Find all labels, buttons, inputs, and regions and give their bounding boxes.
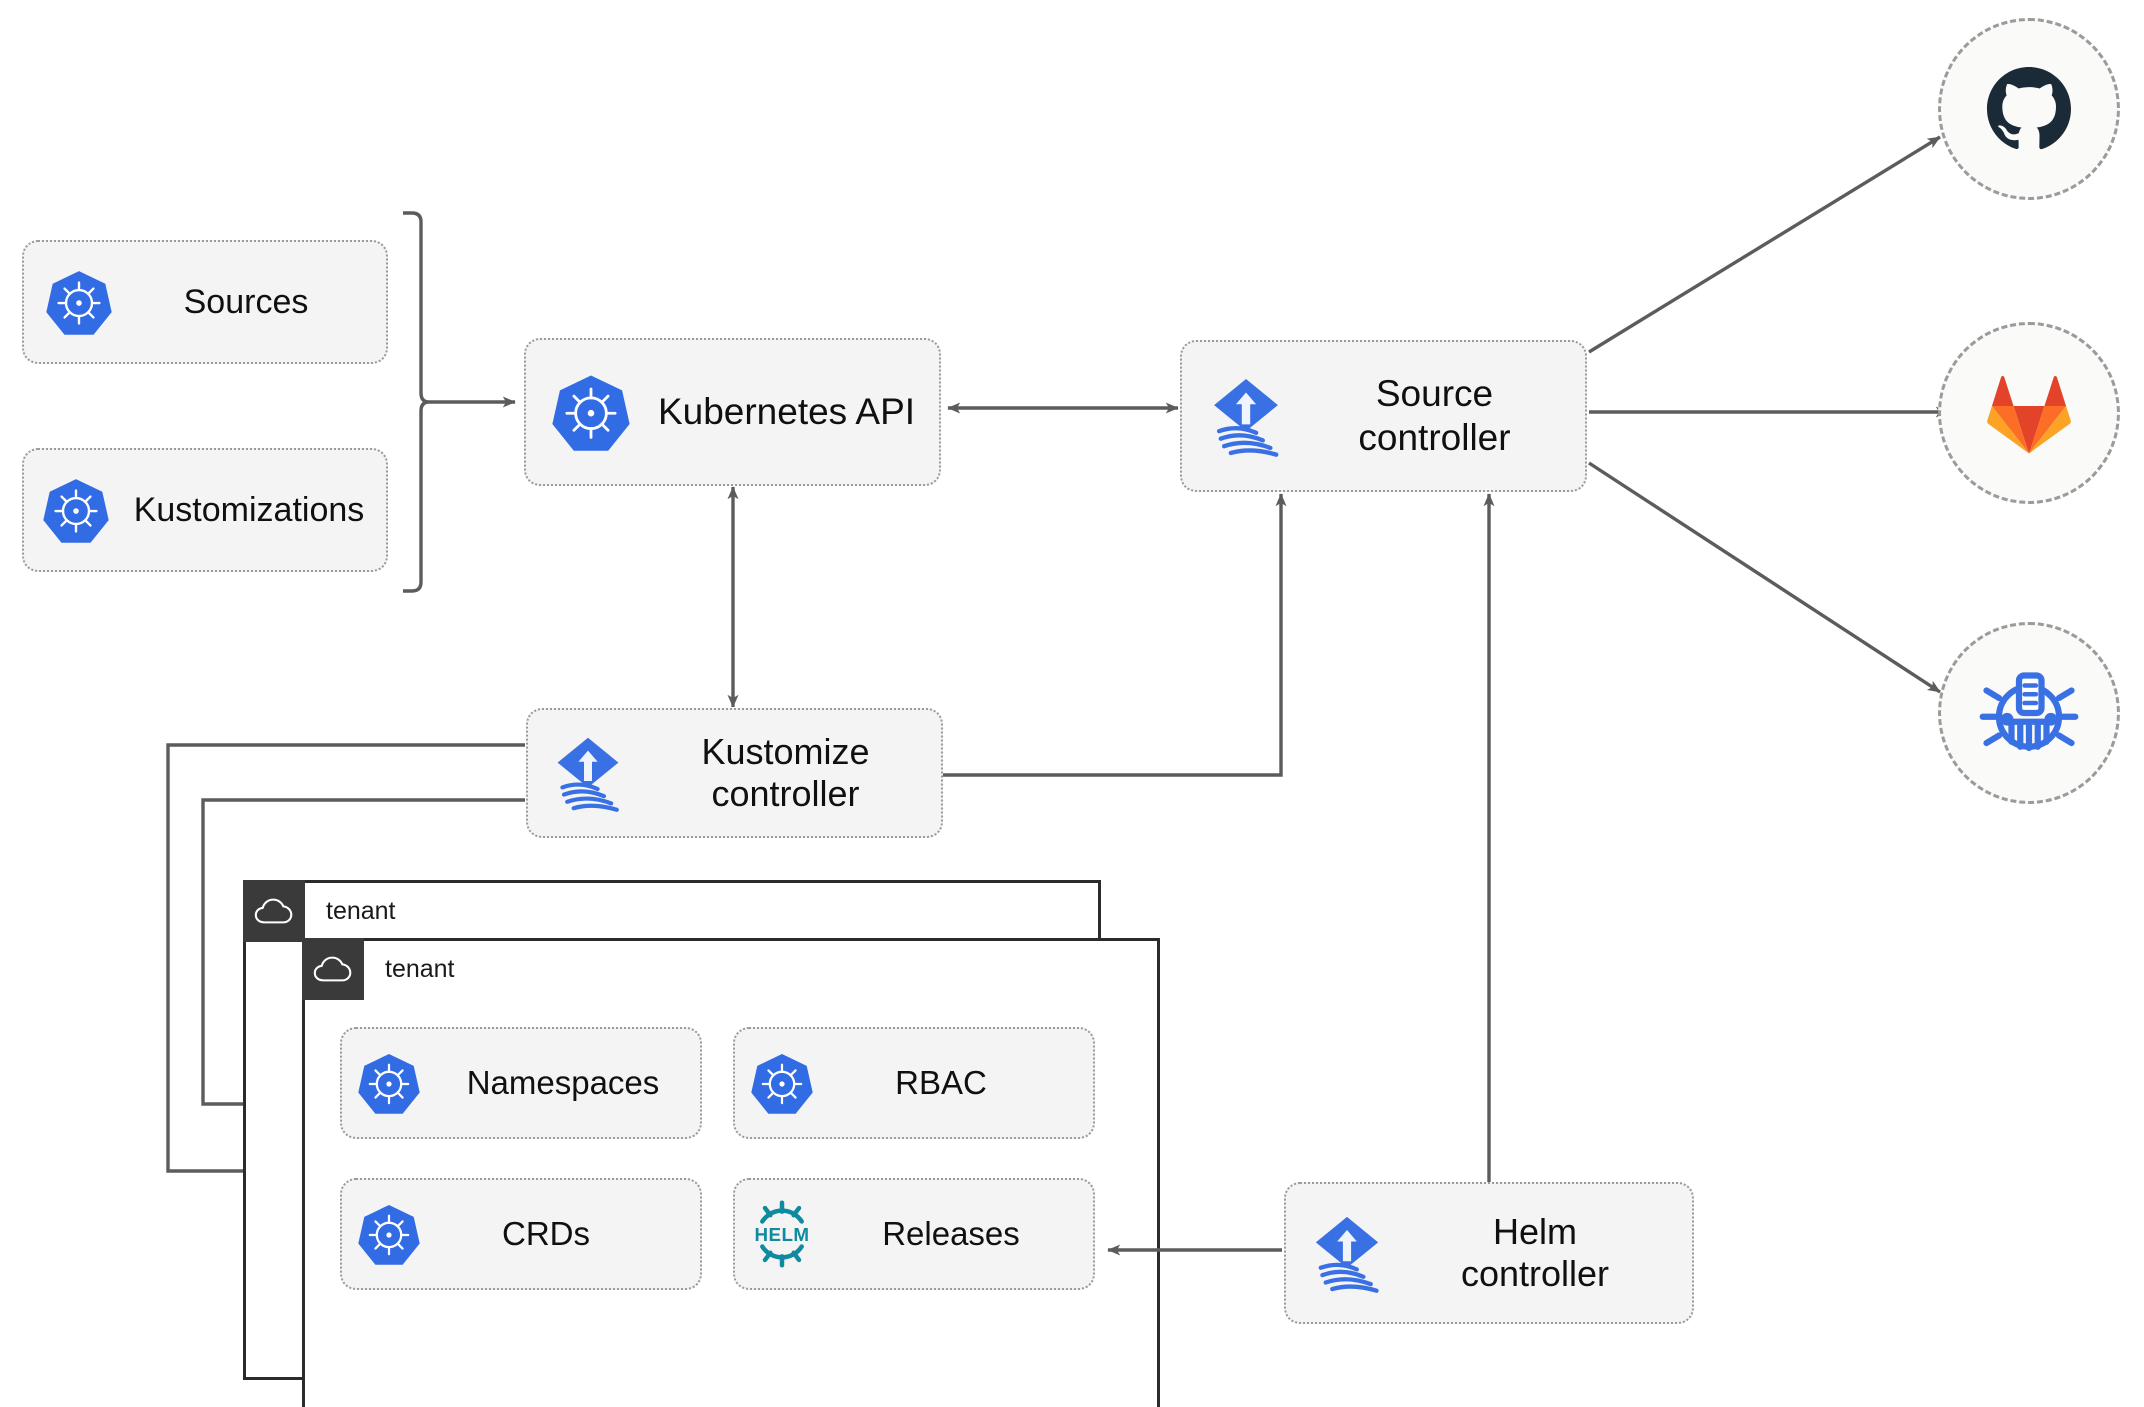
node-label: Namespaces xyxy=(466,1063,660,1101)
flux-icon xyxy=(1286,1212,1408,1294)
kubernetes-icon xyxy=(735,1052,829,1114)
node-kustomize-controller[interactable]: Kustomize controller xyxy=(526,708,943,838)
tenant-label: tenant xyxy=(326,897,396,925)
kubernetes-icon xyxy=(342,1203,436,1265)
node-kubernetes-api[interactable]: Kubernetes API xyxy=(524,338,941,486)
node-label: RBAC xyxy=(895,1063,987,1101)
cloud-icon xyxy=(302,938,364,1000)
edge-source-controller-helm-repository xyxy=(1588,461,1941,694)
node-label: CRDs xyxy=(502,1214,590,1252)
gitlab-icon xyxy=(1987,376,2071,454)
kubernetes-icon xyxy=(526,373,656,451)
cloud-icon xyxy=(243,880,305,942)
kubernetes-icon xyxy=(24,477,128,543)
helm-repository-icon xyxy=(1979,672,2079,752)
node-source-controller[interactable]: Source controller xyxy=(1180,340,1587,492)
github-icon xyxy=(1987,67,2071,150)
edge-source-controller-github xyxy=(1588,135,1941,354)
node-releases[interactable]: HELM Releases xyxy=(733,1178,1095,1290)
node-sources[interactable]: Sources xyxy=(22,240,388,364)
source-group-bracket xyxy=(403,211,430,593)
kubernetes-icon xyxy=(24,269,134,335)
provider-helm-repository[interactable] xyxy=(1938,622,2120,804)
kubernetes-icon xyxy=(342,1052,436,1114)
flux-icon xyxy=(1182,374,1310,458)
node-label: Kubernetes API xyxy=(657,391,916,433)
flux-icon xyxy=(528,733,648,813)
edge-kustomize-controller-source-controller xyxy=(943,493,1287,777)
tenant-label: tenant xyxy=(385,955,455,983)
node-kustomizations[interactable]: Kustomizations xyxy=(22,448,388,572)
svg-text:HELM: HELM xyxy=(755,1224,810,1245)
node-label: Releases xyxy=(882,1214,1020,1252)
node-crds[interactable]: CRDs xyxy=(340,1178,702,1290)
node-label: Sources xyxy=(183,282,309,321)
provider-gitlab[interactable] xyxy=(1938,322,2120,504)
node-helm-controller[interactable]: Helm controller xyxy=(1284,1182,1694,1324)
node-rbac[interactable]: RBAC xyxy=(733,1027,1095,1139)
node-namespaces[interactable]: Namespaces xyxy=(340,1027,702,1139)
helm-icon: HELM xyxy=(735,1200,829,1268)
node-label: Kustomizations xyxy=(133,490,365,529)
provider-github[interactable] xyxy=(1938,18,2120,200)
node-label: Source controller xyxy=(1358,373,1511,458)
node-label: Kustomize controller xyxy=(701,730,870,814)
tenant-box-inner[interactable]: tenant xyxy=(302,938,1160,1407)
node-label: Helm controller xyxy=(1460,1210,1610,1294)
